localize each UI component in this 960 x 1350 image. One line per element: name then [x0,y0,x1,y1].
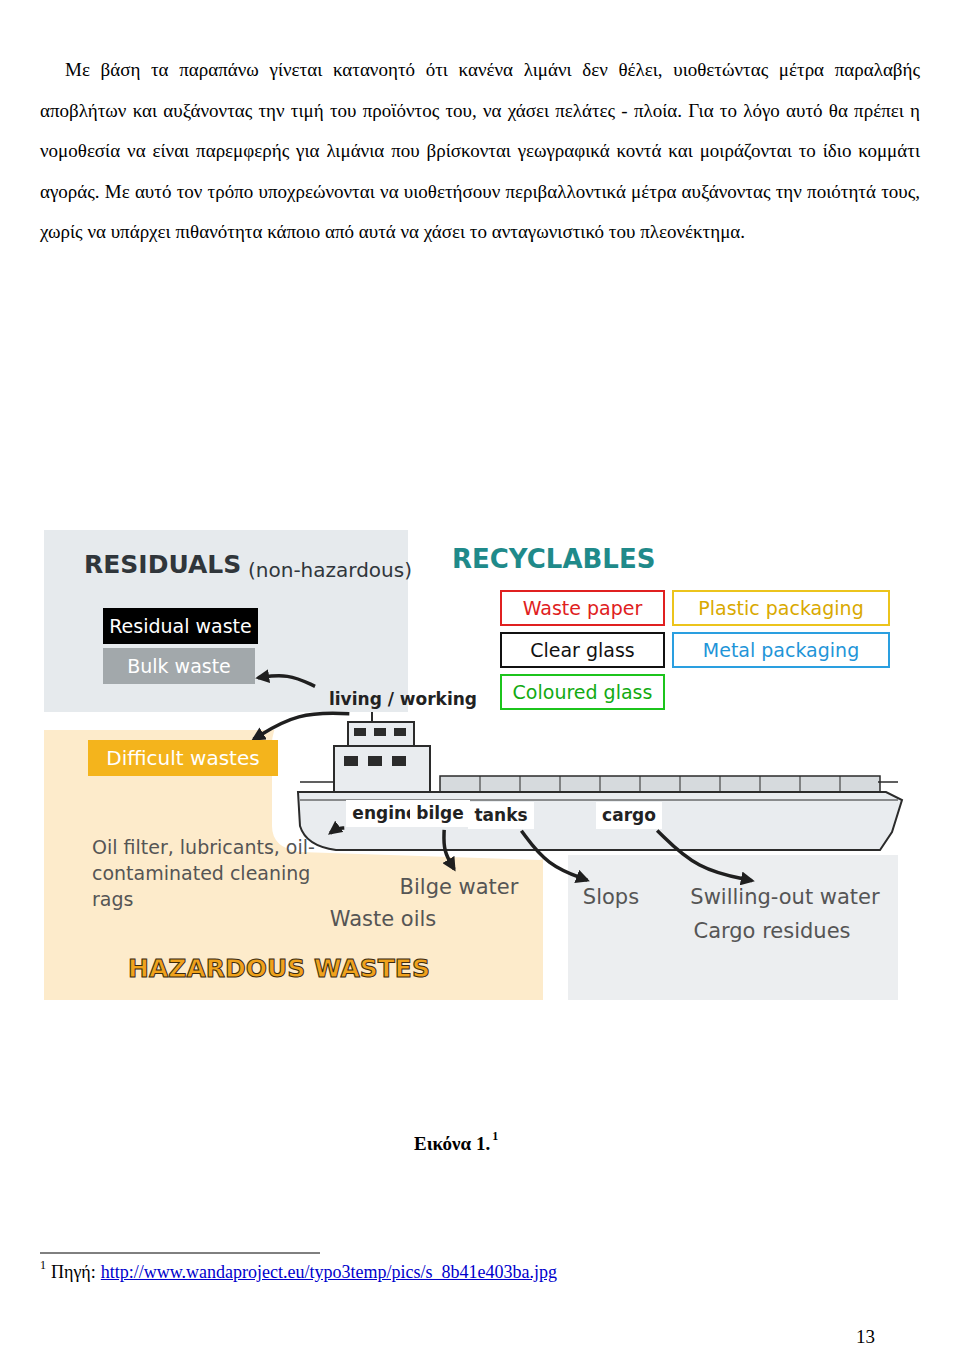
hatch-joint [640,776,641,792]
hatch-covers [440,776,880,792]
waste-box: Residual waste [103,608,258,644]
waste-box: Bulk waste [103,648,255,684]
window [394,728,406,736]
hatch-joint [600,776,601,792]
body-paragraph: Με βάση τα παραπάνω γίνεται κατανοητό ότ… [40,50,920,253]
waste-text: Swilling-out water [672,882,898,914]
residuals-panel: RESIDUALS(non-hazardous)Residual wasteBu… [44,530,408,712]
hatch-joints [480,776,840,792]
ship-part-label: bilge [410,800,470,827]
footnote-rule [40,1253,320,1254]
railing [878,781,898,783]
hatch-joint [840,776,841,792]
waste-box: Clear glass [500,632,665,668]
waste-box: Plastic packaging [672,590,890,626]
node-text: Metal packaging [703,639,859,662]
waste-box: Metal packaging [672,632,890,668]
node-text: living / working [329,689,477,709]
waste-box: Waste paper [500,590,665,626]
hatch-joint [800,776,801,792]
window [368,756,382,766]
node-text: bilge [416,803,464,823]
panel-heading: HAZARDOUS WASTES [128,954,430,983]
node-text: Plastic packaging [698,597,863,620]
node-text: Bilge water [400,875,519,900]
footnote-text: Πηγή: [51,1262,96,1283]
waste-text: Bilge water [384,872,534,904]
leader-line [371,712,373,722]
node-text: Bulk waste [127,655,231,678]
waste-arrow [258,676,315,687]
figure-caption: Εικόνα 1. [414,1133,490,1155]
recyclables-panel: RECYCLABLES Waste paper Plastic packagingC… [438,530,898,712]
barge-drawing [298,712,902,850]
ship-ground [272,714,904,860]
node-text: Waste paper [523,597,643,620]
waste-box: Coloured glass [500,674,665,710]
node-text: Waste oils [330,907,437,932]
hatch-joint [520,776,521,792]
waste-text: Cargo residues [672,916,872,948]
node-text: cargo [602,805,656,825]
window [392,756,406,766]
hatch-joint [480,776,481,792]
window [374,728,386,736]
waste-text: Waste oils [318,904,448,936]
panel-subheading: (non-hazardous) [248,558,412,582]
node-text: Residual waste [109,615,252,638]
hatch-joint [720,776,721,792]
hull [298,792,902,850]
ship-part-label: tanks [468,802,534,829]
waste-arrow [657,830,752,880]
wheelhouse [348,722,414,746]
panel-heading: RESIDUALS [84,550,241,579]
node-text: Difficult wastes [106,746,259,770]
node-text: Coloured glass [513,681,653,704]
window [354,728,366,736]
hatch-joint [560,776,561,792]
footnote-mark: 1 [40,1258,46,1273]
waste-text: Oil filter, lubricants, oil-contaminated… [92,834,344,912]
node-text: Clear glass [530,639,635,662]
hatch-joint [680,776,681,792]
node-text: Slops [583,885,639,910]
residuals-ground [44,530,408,712]
waste-arrow [254,713,350,739]
waste-text: Slops [576,882,646,914]
node-text: Oil filter, lubricants, oil-contaminated… [92,834,344,912]
hazardous-panel: HAZARDOUS WASTES Difficult wastesOil filt… [44,730,543,1000]
window [344,756,358,766]
railing [300,781,334,783]
footnote-link: http://www.wandaproject.eu/typo3temp/pic… [101,1262,557,1283]
node-text: Cargo residues [693,919,850,944]
hatch-joint [760,776,761,792]
waste-box: Difficult wastes [88,740,278,776]
waste-arrow [444,830,454,869]
page-number: 13 [856,1326,875,1348]
node-text: Swilling-out water [690,885,879,910]
ship-part-label: cargo [596,802,662,829]
ship-part-label: living / working [318,686,488,713]
node-text: tanks [474,805,527,825]
waste-arrow [330,828,344,833]
waste-arrow [521,831,587,880]
panel-heading: RECYCLABLES [452,544,655,574]
footnote-mark: 1 [492,1129,498,1144]
deckhouse [334,746,430,792]
node-text: engine [352,803,417,823]
